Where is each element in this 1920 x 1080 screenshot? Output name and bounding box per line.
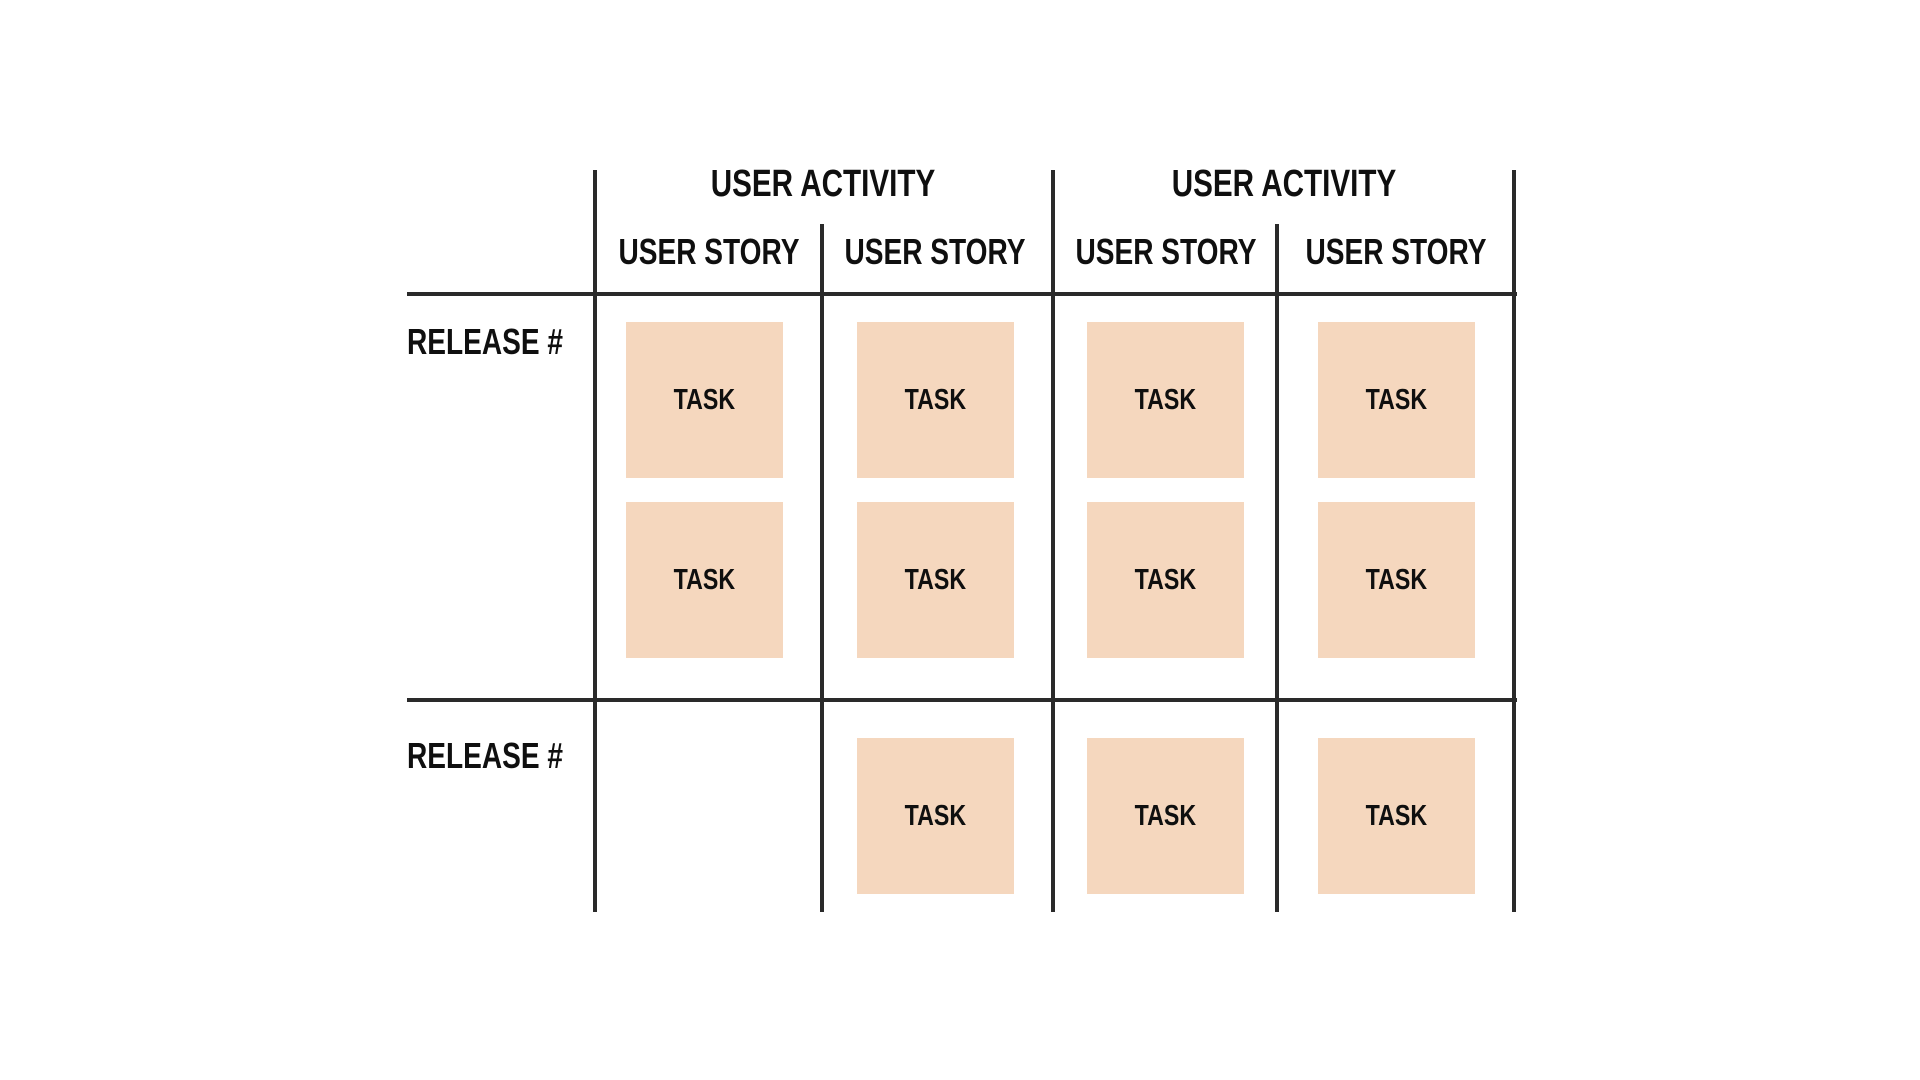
user-story-header-4: USER STORY [1305, 231, 1487, 272]
task-card-r2-s2: TASK [857, 738, 1014, 894]
task-card-r1-s1-a: TASK [626, 322, 783, 478]
task-card-label: TASK [1134, 799, 1197, 832]
task-card-r2-s4: TASK [1318, 738, 1475, 894]
task-card-label: TASK [904, 799, 967, 832]
task-card-label: TASK [1134, 383, 1197, 416]
release-row-label-2: RELEASE # [407, 735, 564, 776]
grid-vline-right [1512, 170, 1516, 912]
task-card-r1-s3-a: TASK [1087, 322, 1244, 478]
user-story-header-3: USER STORY [1075, 231, 1257, 272]
grid-vline-story-divider-2 [1275, 224, 1279, 912]
task-card-label: TASK [904, 563, 967, 596]
task-card-label: TASK [1365, 563, 1428, 596]
grid-vline-left [593, 170, 597, 912]
task-card-label: TASK [1365, 383, 1428, 416]
user-story-header-2: USER STORY [844, 231, 1026, 272]
grid-vline-activity-divider [1051, 170, 1055, 912]
task-card-r1-s2-b: TASK [857, 502, 1014, 658]
grid-vline-story-divider-1 [820, 224, 824, 912]
user-story-header-1: USER STORY [618, 231, 800, 272]
release-row-label-1: RELEASE # [407, 321, 564, 362]
grid-hline-release-1 [407, 292, 1517, 296]
task-card-r1-s2-a: TASK [857, 322, 1014, 478]
task-card-r2-s3: TASK [1087, 738, 1244, 894]
task-card-label: TASK [904, 383, 967, 416]
grid-hline-release-2 [407, 698, 1517, 702]
task-card-r1-s3-b: TASK [1087, 502, 1244, 658]
task-card-r1-s4-a: TASK [1318, 322, 1475, 478]
task-card-r1-s4-b: TASK [1318, 502, 1475, 658]
task-card-r1-s1-b: TASK [626, 502, 783, 658]
user-activity-header-1: USER ACTIVITY [710, 163, 936, 205]
task-card-label: TASK [673, 563, 736, 596]
task-card-label: TASK [1365, 799, 1428, 832]
task-card-label: TASK [673, 383, 736, 416]
task-card-label: TASK [1134, 563, 1197, 596]
user-activity-header-2: USER ACTIVITY [1171, 163, 1397, 205]
